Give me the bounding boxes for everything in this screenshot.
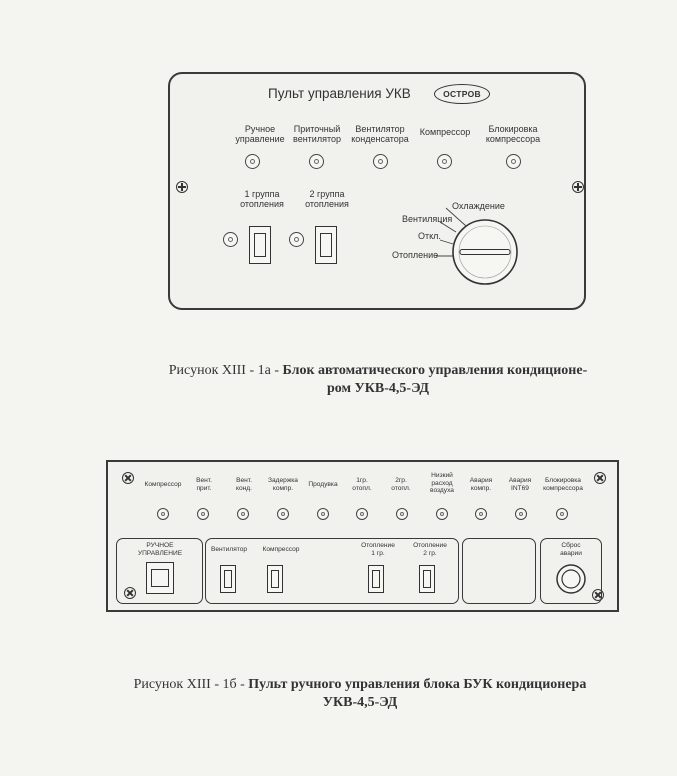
figure-caption-a: Рисунок XIII - 1а - Блок автоматического… (98, 362, 658, 398)
b-lamp-heating-2 (396, 508, 408, 520)
b-label-heating-1: 1гр. отопл. (352, 477, 372, 492)
b-lamp-int69-fault (515, 508, 527, 520)
figure-caption-b: Рисунок XIII - 1б - Пульт ручного управл… (60, 676, 660, 712)
b-label-heating-2: 2гр. отопл. (391, 477, 411, 492)
heating-group-2-lamp (289, 232, 304, 247)
heating-group-1-switch[interactable] (249, 226, 271, 264)
b-lamp-compressor-fault (475, 508, 487, 520)
b-label-compressor-fault: Авария компр. (469, 477, 493, 492)
caption-a-title-line2: ром УКВ-4,5-ЭД (326, 381, 430, 396)
b-lamp-low-airflow (436, 508, 448, 520)
mode-label-ventilation: Вентиляция (402, 214, 453, 224)
indicator-lamp-compressor-lock (506, 154, 521, 169)
indicator-label-supply-fan: Приточный вентилятор (293, 124, 341, 144)
caption-b-prefix: Рисунок XIII - 1б - (133, 677, 249, 692)
indicator-label-compressor-lock: Блокировка компрессора (485, 124, 541, 144)
b-lamp-purge (317, 508, 329, 520)
reset-block (540, 538, 602, 604)
switch-block (205, 538, 459, 604)
indicator-lamp-manual (245, 154, 260, 169)
fan-switch[interactable] (220, 565, 236, 593)
switch-label-heating-2: Отопление 2 гр. (413, 542, 447, 557)
indicator-lamp-condenser-fan (373, 154, 388, 169)
caption-b-title-line2: УКВ-4,5-ЭД (322, 695, 398, 710)
panel-a-right-screw-icon (572, 181, 584, 193)
blank-block (462, 538, 536, 604)
panel-a-frame (168, 72, 586, 310)
switch-label-heating-1: Отопление 1 гр. (361, 542, 395, 557)
ostrov-logo-text: ОСТРОВ (443, 89, 481, 99)
indicator-lamp-compressor (437, 154, 452, 169)
mode-label-cooling: Охлаждение (452, 201, 505, 211)
caption-a-title-line1: Блок автоматического управления кондицио… (282, 363, 588, 378)
b-lamp-heating-1 (356, 508, 368, 520)
b-lamp-compressor-delay (277, 508, 289, 520)
mode-label-off: Откл. (418, 231, 441, 241)
panel-a-title: Пульт управления УКВ (268, 86, 411, 101)
reset-button[interactable] (555, 563, 587, 595)
manual-control-switch[interactable] (146, 562, 174, 594)
b-label-compressor-lock: Блокировка компрессора (543, 477, 583, 492)
caption-a-prefix: Рисунок XIII - 1а - (168, 363, 283, 378)
caption-b-title-line1: Пульт ручного управления блока БУК конди… (248, 677, 587, 692)
b-lamp-condenser-fan (237, 508, 249, 520)
indicator-lamp-supply-fan (309, 154, 324, 169)
b-label-compressor: Компрессор (144, 481, 182, 488)
compressor-switch[interactable] (267, 565, 283, 593)
b-lamp-compressor-lock (556, 508, 568, 520)
indicator-label-compressor: Компрессор (419, 127, 471, 137)
b-label-condenser-fan: Вент. конд. (236, 477, 252, 492)
mode-label-heating: Отопление (392, 250, 439, 260)
switch-label-fan: Вентилятор (210, 546, 248, 553)
heating-group-2-switch[interactable] (315, 226, 337, 264)
panel-b-frame (106, 460, 619, 612)
indicator-label-condenser-fan: Вентилятор конденсатора (351, 124, 409, 144)
b-label-purge: Продувка (308, 481, 338, 488)
b-lamp-compressor (157, 508, 169, 520)
b-label-int69-fault: Авария INT69 (508, 477, 532, 492)
heating-1-switch[interactable] (368, 565, 384, 593)
manual-control-block (116, 538, 203, 604)
heating-group-1-lamp (223, 232, 238, 247)
reset-label: Сброс аварии (560, 542, 582, 557)
b-label-low-airflow: Низкий расход воздуха (430, 472, 454, 495)
b-label-supply-fan: Вент. прит. (196, 477, 212, 492)
heating-group-2-label: 2 группа отопления (305, 189, 349, 209)
switch-label-compressor: Компрессор (262, 546, 300, 553)
indicator-label-manual: Ручное управление (235, 124, 285, 144)
panel-a-left-screw-icon (176, 181, 188, 193)
ostrov-logo: ОСТРОВ (434, 84, 490, 104)
heating-group-1-label: 1 группа отопления (240, 189, 284, 209)
manual-control-label: РУЧНОЕ УПРАВЛЕНИЕ (137, 542, 183, 557)
heating-2-switch[interactable] (419, 565, 435, 593)
b-lamp-supply-fan (197, 508, 209, 520)
mode-selector-knob[interactable] (380, 198, 540, 294)
b-label-compressor-delay: Задержка компр. (268, 477, 298, 492)
